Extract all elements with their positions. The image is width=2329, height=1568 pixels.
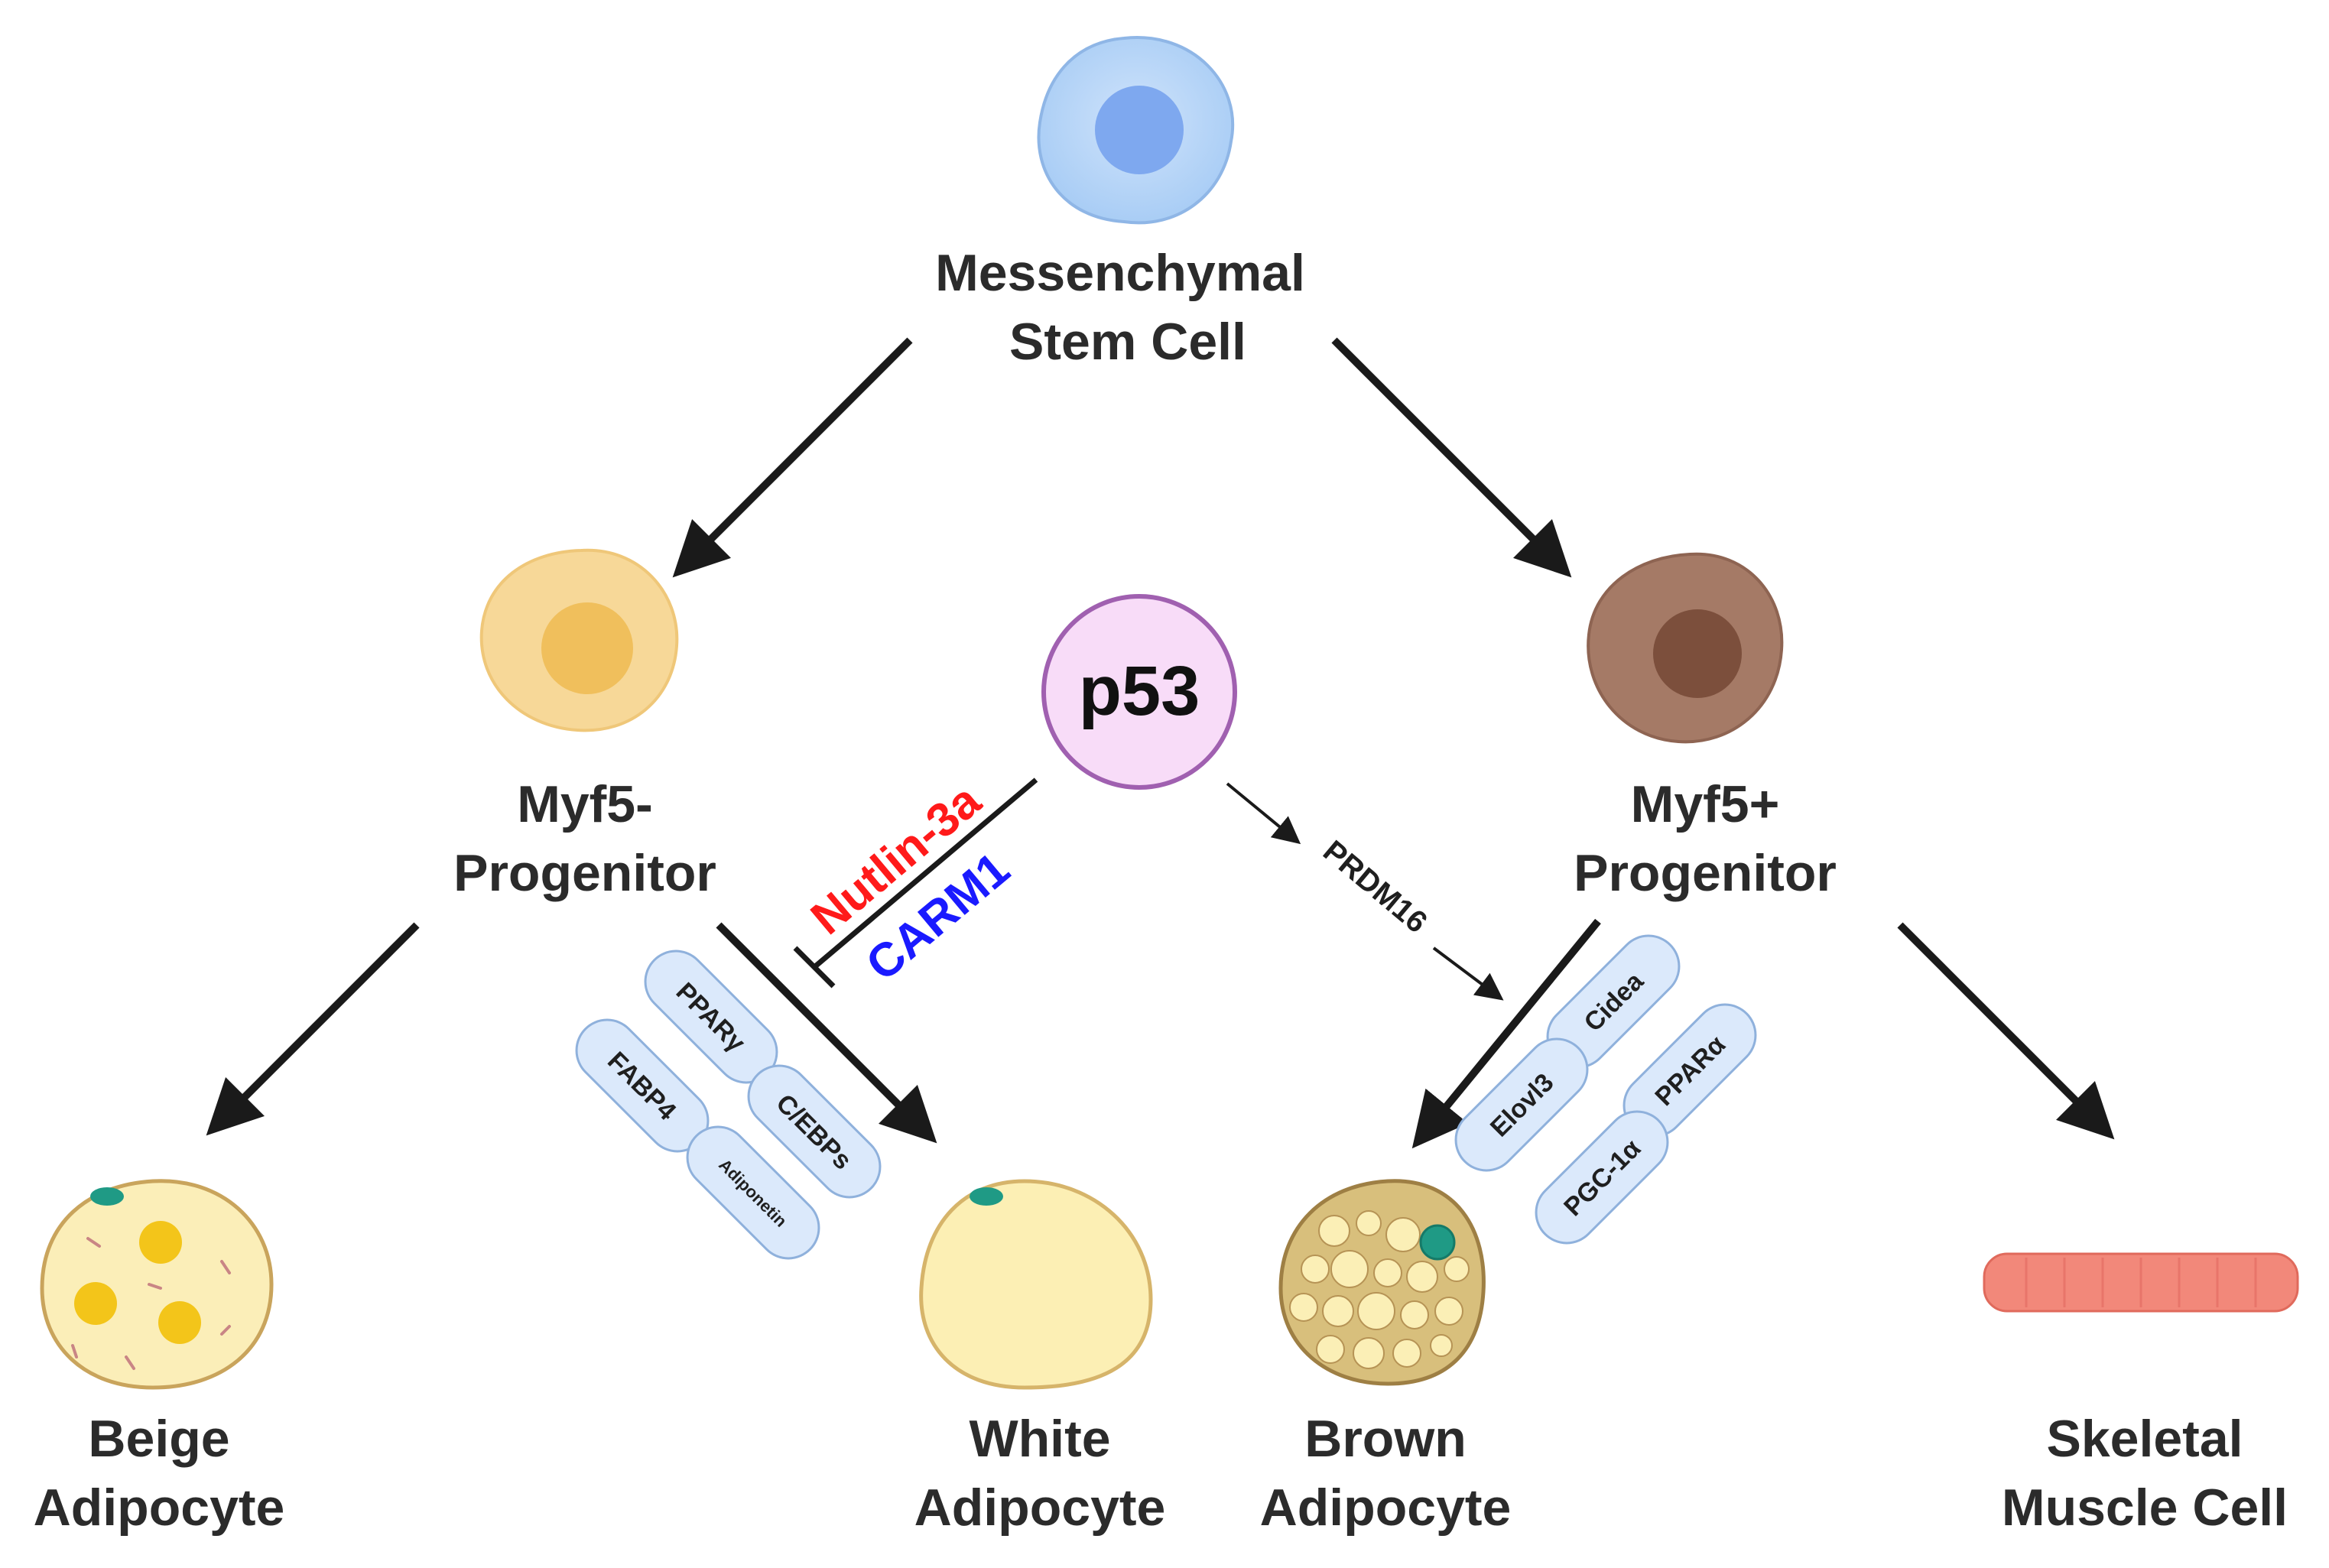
stem-cell-icon [1037, 36, 1235, 225]
prdm16-label: PRDM16 [1317, 834, 1434, 940]
beige-label-line1: Beige [88, 1410, 229, 1468]
arrow-myf5-pos-to-muscle [1897, 922, 2115, 1140]
arrow-stem-to-myf5-pos [1331, 337, 1572, 578]
myf5-pos-label-line1: Myf5+ [1631, 775, 1780, 833]
white-adipocyte-icon [919, 1179, 1153, 1390]
white-label-line2: Adipocyte [914, 1479, 1166, 1537]
white-marker-pills: PPARγ FABP4 C/EBPs Adiponetin [575, 950, 882, 1260]
brown-marker-pills: Cidea Elovl3 PPARα PGC-1α [1454, 934, 1757, 1245]
stem-cell-label-line1: Messenchymal [935, 244, 1305, 302]
inhibition-arrow [793, 778, 1038, 989]
myf5-negative-progenitor-icon [479, 548, 679, 732]
muscle-label-line2: Muscle Cell [2002, 1479, 2288, 1537]
p53-label: p53 [1079, 652, 1200, 730]
skeletal-muscle-cell-icon [1983, 1252, 2299, 1313]
brown-adipocyte-icon [1278, 1179, 1486, 1386]
stem-cell-label-line2: Stem Cell [1009, 313, 1246, 371]
white-label-line1: White [969, 1410, 1110, 1468]
brown-label-line1: Brown [1304, 1410, 1467, 1468]
arrow-myf5-neg-to-beige [206, 922, 420, 1136]
p53-node: p53 [1041, 594, 1237, 790]
brown-label-line2: Adipocyte [1260, 1479, 1512, 1537]
myf5-pos-label-line2: Progenitor [1574, 844, 1837, 902]
myf5-neg-label-line2: Progenitor [453, 844, 716, 902]
myf5-neg-label-line1: Myf5- [517, 775, 653, 833]
arrow-p53-to-prdm16 [1226, 782, 1301, 845]
myf5-positive-progenitor-icon [1587, 552, 1784, 744]
beige-adipocyte-icon [40, 1179, 274, 1390]
arrow-stem-to-myf5-neg [672, 337, 913, 578]
beige-label-line2: Adipocyte [34, 1479, 285, 1537]
arrow-prdm16-to-brown [1432, 946, 1504, 1001]
arrow-myf5-neg-to-white [716, 922, 937, 1144]
arrow-myf5-pos-to-brown [1411, 918, 1601, 1149]
muscle-label-line1: Skeletal [2046, 1410, 2243, 1468]
